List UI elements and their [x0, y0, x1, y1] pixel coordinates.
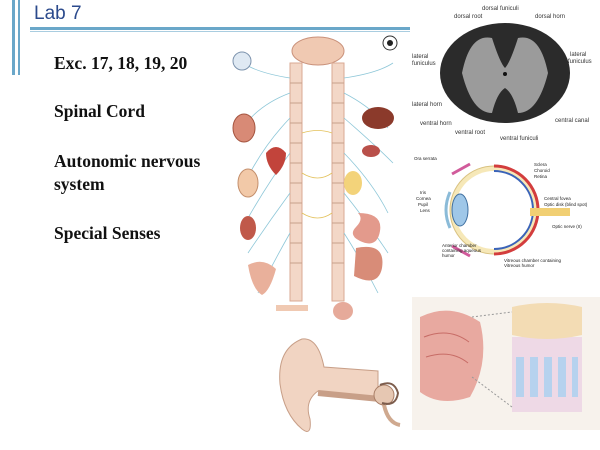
label-dorsal-root: dorsal root: [454, 14, 483, 20]
ear-anatomy-figure: [272, 333, 412, 445]
eye-anatomy-figure: Ora serrata Sclera Choroid Retina Iris C…: [412, 152, 600, 274]
title-rule: [30, 27, 414, 30]
label-ventral-horn: ventral horn: [420, 121, 452, 127]
accent-bar-outer: [12, 0, 15, 75]
spinal-cord-cross-section-figure: dorsal funiculi dorsal root dorsal horn …: [410, 0, 600, 145]
label-ventral-root: ventral root: [455, 130, 485, 136]
label-central-canal: central canal: [555, 118, 589, 124]
olfactory-epithelium-figure: [412, 297, 600, 430]
accent-bar-inner: [18, 0, 20, 75]
autonomic-nervous-system-figure: [228, 33, 408, 323]
label-iris: Iris: [420, 190, 427, 195]
label-central-fovea: Central fovea: [544, 196, 571, 201]
topic-autonomic-line2: system: [54, 174, 105, 194]
label-lateral-horn: lateral horn: [412, 102, 442, 108]
label-retina: Retina: [534, 174, 548, 179]
label-optic-disk: Optic disk (blind spot): [544, 202, 588, 207]
label-pupil: Pupil: [418, 202, 428, 207]
slide-title: Lab 7: [34, 3, 82, 24]
label-dorsal-funiculi: dorsal funiculi: [482, 6, 519, 12]
label-optic-nerve: Optic nerve (II): [552, 224, 582, 229]
title-rule-thin: [30, 31, 414, 32]
label-choroid: Choroid: [534, 168, 550, 173]
label-sclera: Sclera: [534, 162, 547, 167]
label-lens: Lens: [420, 208, 431, 213]
label-cornea: Cornea: [416, 196, 431, 201]
topic-special-senses: Special Senses: [54, 223, 161, 243]
topic-autonomic-line1: Autonomic nervous: [54, 151, 201, 171]
label-ora-serrata: Ora serrata: [414, 156, 437, 161]
label-dorsal-horn: dorsal horn: [535, 14, 565, 20]
exercise-list: Exc. 17, 18, 19, 20: [54, 53, 188, 73]
label-ventral-funiculi: ventral funiculi: [500, 136, 538, 142]
topic-spinal-cord: Spinal Cord: [54, 101, 145, 121]
